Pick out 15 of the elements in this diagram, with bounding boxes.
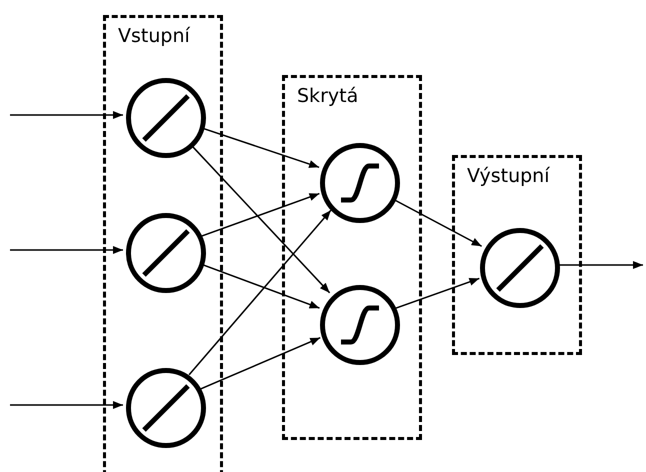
layer-label: Vstupní: [118, 24, 190, 48]
arrow: [10, 246, 123, 254]
arrow: [190, 144, 330, 294]
layer-label: Skrytá: [297, 84, 358, 108]
arrow: [10, 111, 123, 119]
layer-box: [103, 15, 223, 472]
arrow: [200, 192, 320, 238]
arrow: [188, 210, 332, 376]
layer-box: [452, 155, 582, 355]
layer-label: Výstupní: [467, 164, 550, 188]
arrow: [394, 278, 480, 310]
arrow: [557, 261, 643, 269]
arrow: [199, 337, 321, 390]
arrow: [10, 401, 123, 409]
layer-box: [282, 75, 422, 440]
